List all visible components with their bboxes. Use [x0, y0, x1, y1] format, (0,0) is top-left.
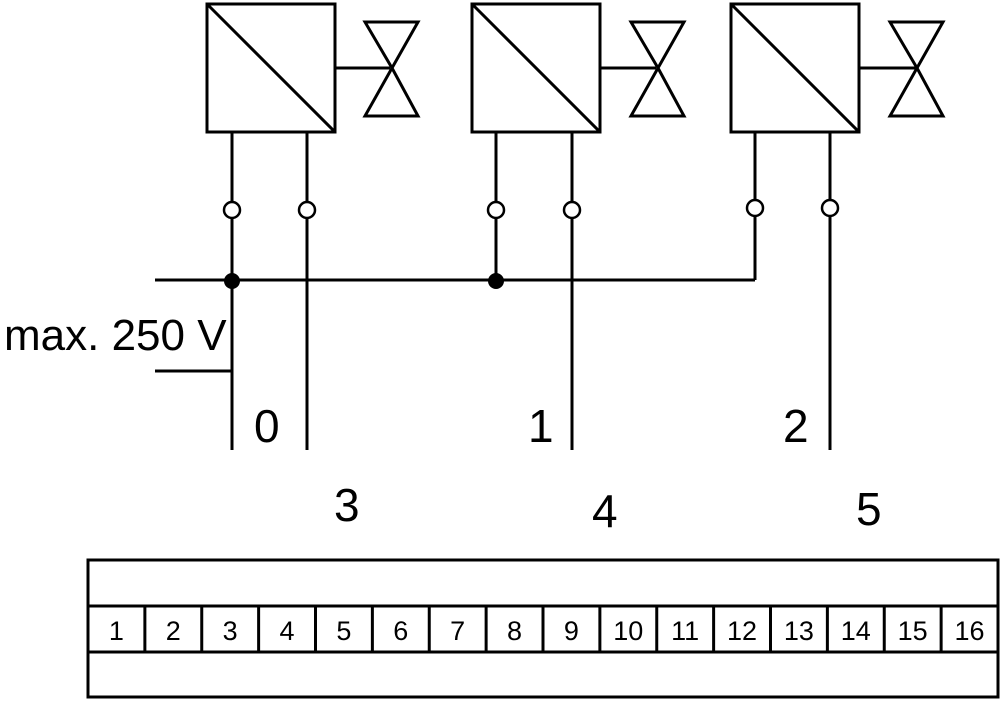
terminals — [222, 198, 840, 220]
valve-3-icon — [887, 20, 946, 118]
terminal-cell-13: 13 — [784, 616, 814, 646]
supply-bracket — [155, 369, 234, 450]
terminal-cell-11: 11 — [671, 616, 699, 646]
terminal-cell-3: 3 — [223, 616, 238, 646]
actuator-1-diagonal — [205, 2, 337, 134]
actuator-1 — [205, 2, 421, 134]
valve-1-icon — [362, 20, 421, 118]
terminal-cell-12: 12 — [727, 616, 757, 646]
group-label-3: 3 — [334, 479, 360, 531]
group-label-4: 4 — [592, 485, 618, 537]
supply-label: max. 250 V — [4, 311, 227, 360]
terminal-cell-14: 14 — [841, 616, 871, 646]
terminal-open — [222, 200, 242, 220]
terminal-open — [297, 200, 317, 220]
terminal-cell-2: 2 — [166, 616, 181, 646]
terminal-cell-16: 16 — [955, 616, 985, 646]
actuator-3 — [729, 2, 946, 134]
terminal-cell-5: 5 — [336, 616, 351, 646]
terminal-cell-15: 15 — [898, 616, 928, 646]
terminal-open — [745, 198, 765, 218]
terminal-cell-8: 8 — [507, 616, 522, 646]
actuator-3-diagonal — [729, 2, 861, 134]
actuator-2 — [470, 2, 687, 134]
junction-dot — [488, 273, 504, 289]
terminal-open — [820, 198, 840, 218]
valve-2-icon — [628, 20, 687, 118]
terminal-cell-10: 10 — [613, 616, 643, 646]
terminal-open — [486, 200, 506, 220]
terminal-cell-4: 4 — [280, 616, 295, 646]
terminal-cell-6: 6 — [393, 616, 408, 646]
terminal-cell-9: 9 — [564, 616, 579, 646]
group-label-5: 5 — [856, 483, 882, 535]
terminal-cell-7: 7 — [450, 616, 465, 646]
terminal-label-1: 1 — [528, 400, 554, 452]
terminal-label-0: 0 — [254, 400, 280, 452]
terminal-label-2: 2 — [783, 400, 809, 452]
junction-dot — [224, 273, 240, 289]
terminal-strip-frame — [86, 558, 1000, 699]
terminal-open — [562, 200, 582, 220]
terminal-cell-1: 1 — [109, 616, 124, 646]
actuator-2-diagonal — [470, 2, 602, 134]
